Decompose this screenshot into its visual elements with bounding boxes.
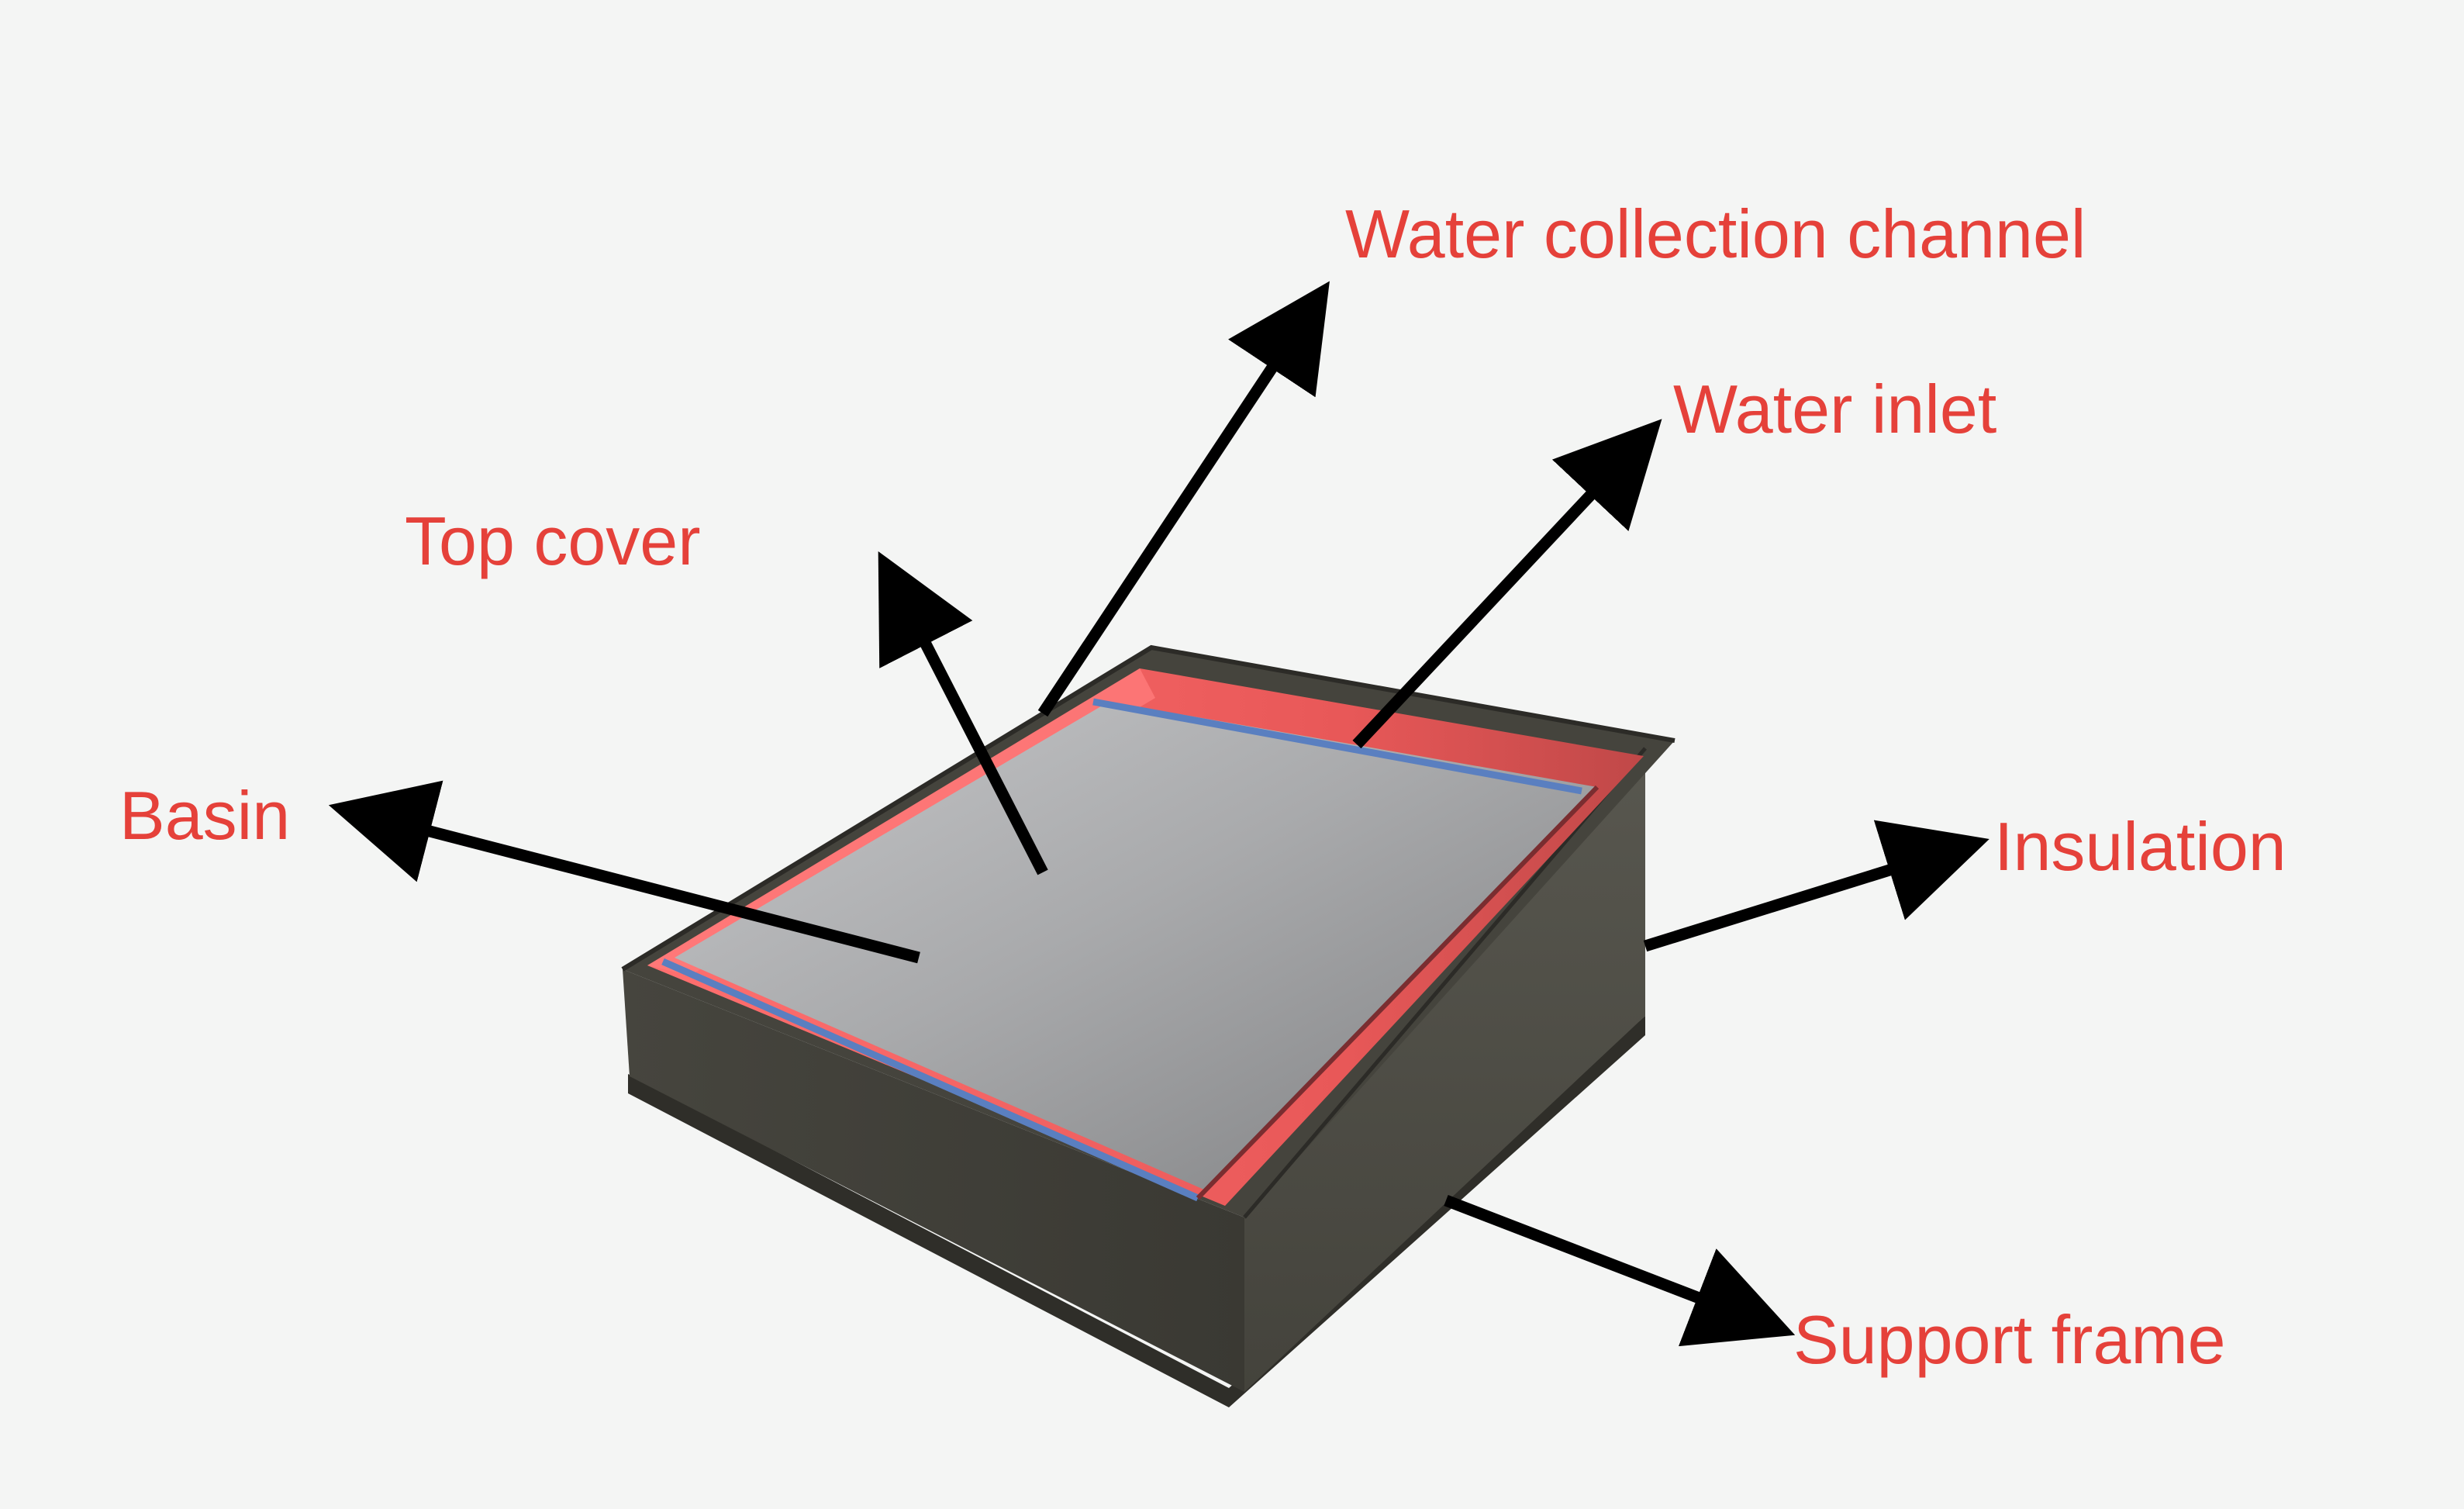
arrow-support-frame — [1444, 1195, 1796, 1347]
callout-arrows — [328, 281, 1989, 1347]
arrow-water-collection-channel — [1037, 281, 1330, 717]
support-frame-shape — [628, 1016, 1645, 1407]
label-insulation: Insulation — [1994, 808, 2286, 885]
label-support-frame: Support frame — [1793, 1301, 2226, 1378]
label-basin: Basin — [119, 777, 291, 854]
collection-channel-shape — [661, 698, 1600, 1202]
arrow-water-inlet — [1352, 419, 1662, 749]
label-water-collection-channel: Water collection channel — [1345, 195, 2086, 272]
arrow-basin — [328, 780, 920, 964]
arrow-insulation — [1643, 820, 1989, 952]
top-cover-shape — [675, 702, 1597, 1190]
arrow-top-cover — [878, 551, 1048, 875]
label-water-inlet: Water inlet — [1673, 371, 1997, 447]
label-top-cover: Top cover — [405, 502, 701, 579]
